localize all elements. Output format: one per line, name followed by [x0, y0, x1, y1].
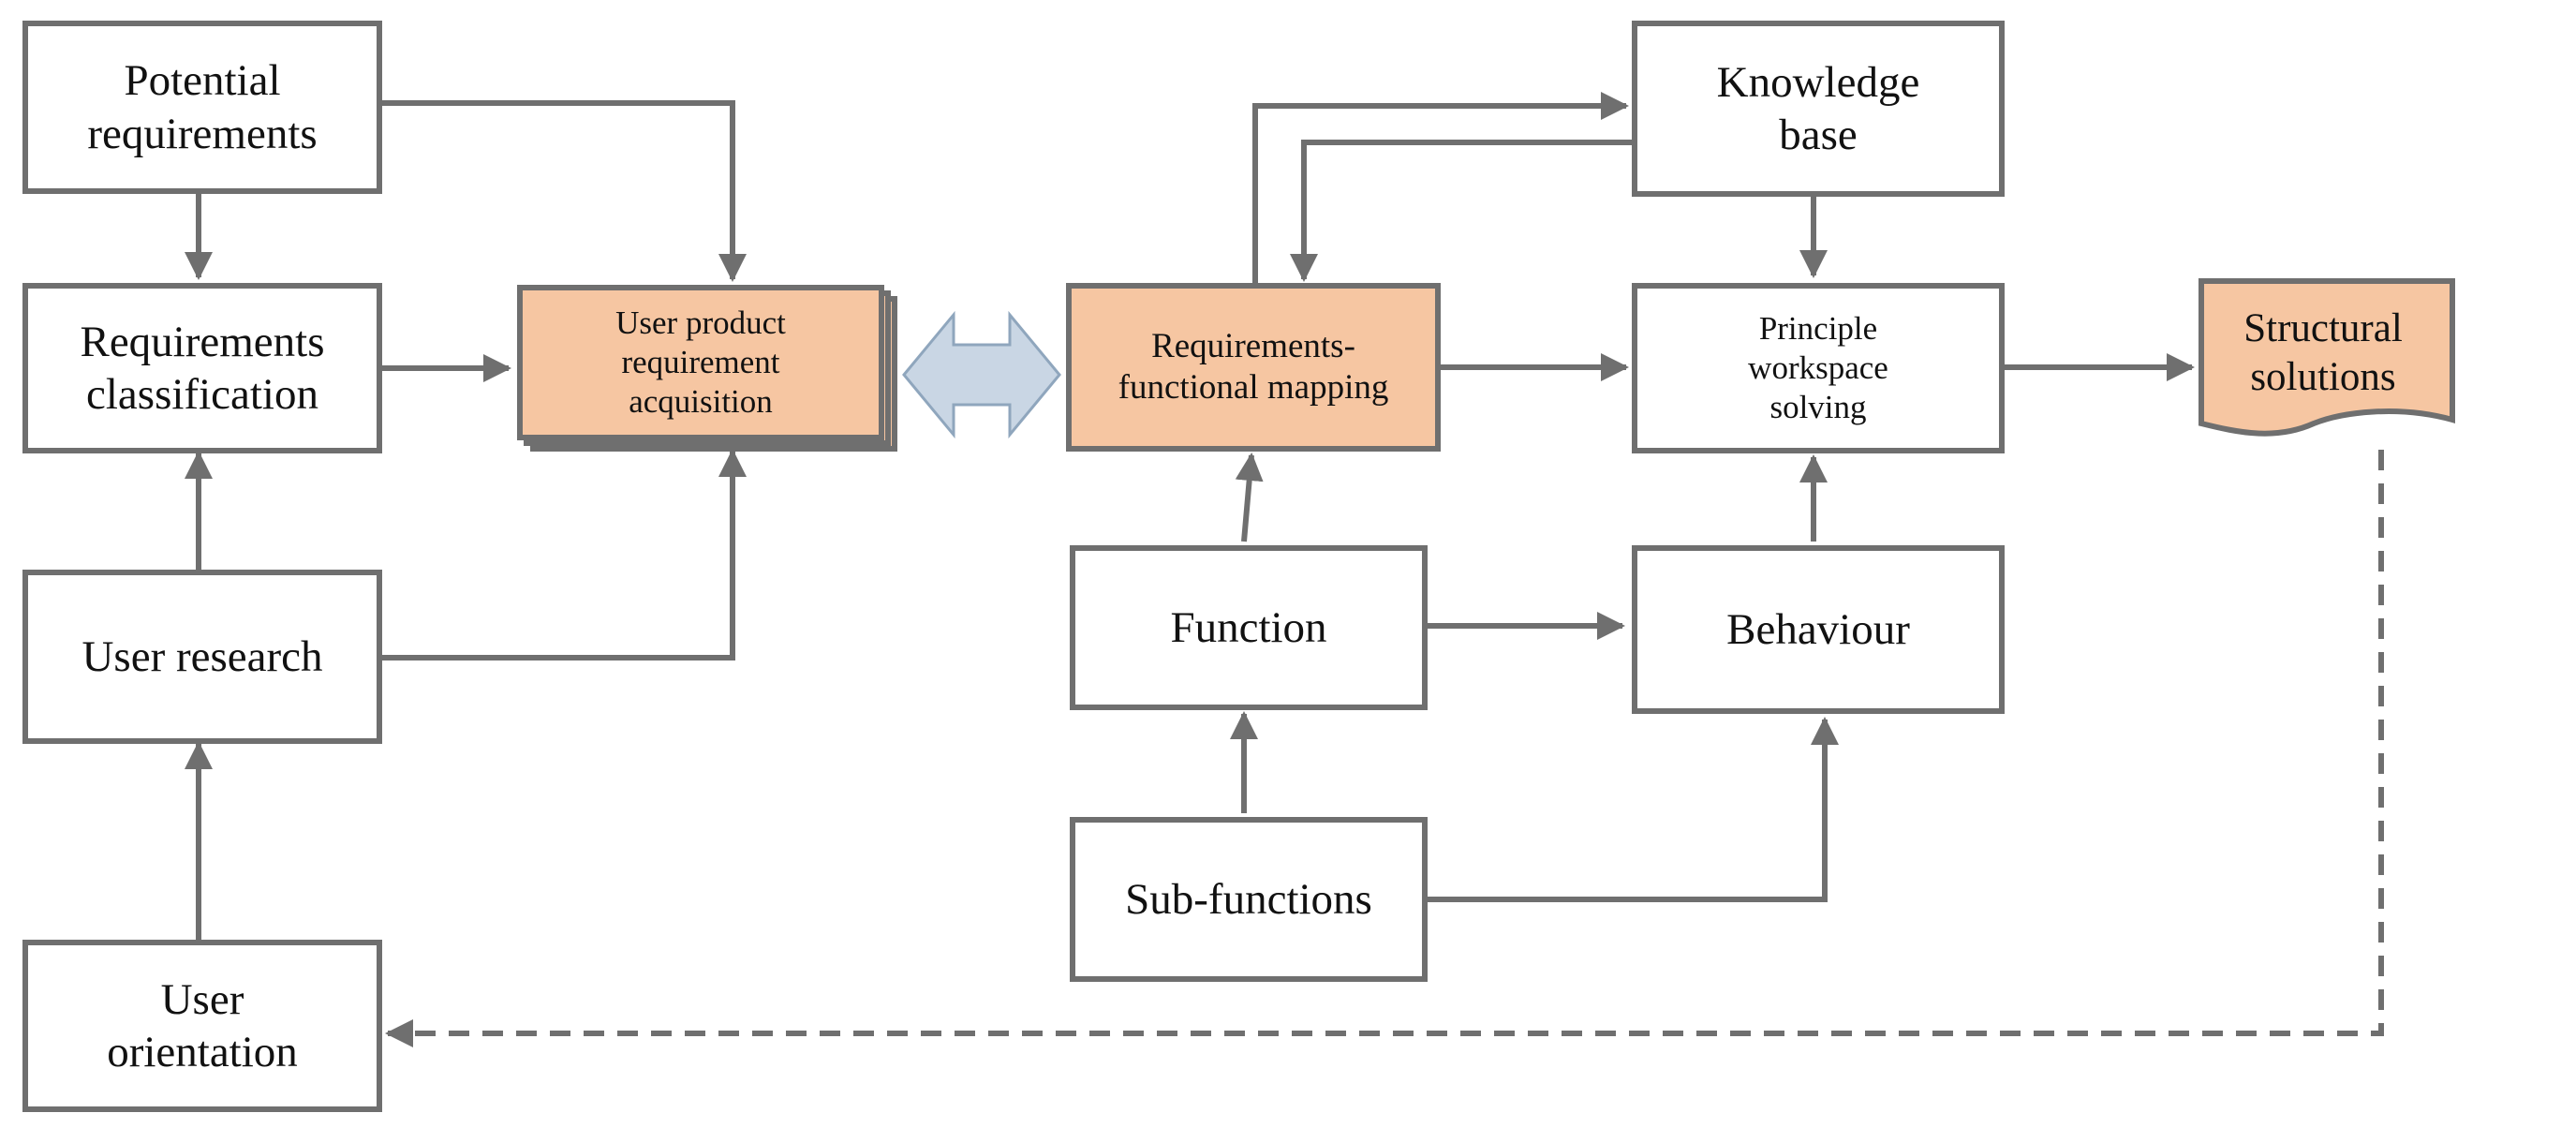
- arrow-subfunctions-to-behaviour: [1428, 717, 1839, 902]
- arrow-structural-to-orientation: [385, 450, 2384, 1047]
- node-structural-solutions: Structural solutions: [2211, 292, 2435, 414]
- bidirectional-arrow: [902, 310, 1061, 439]
- structural-solutions-shape: [2198, 278, 2455, 437]
- arrow-potential-to-acquisition: [382, 100, 747, 282]
- node-user-orientation-label: User orientation: [107, 974, 298, 1076]
- node-sub-functions-label: Sub-functions: [1125, 874, 1372, 924]
- node-potential-requirements-label: Potential requirements: [87, 56, 318, 158]
- node-requirements-classification: Requirements classification: [22, 283, 382, 453]
- node-function: Function: [1070, 545, 1428, 710]
- node-structural-solutions-label: Structural solutions: [2243, 306, 2403, 399]
- node-function-label: Function: [1170, 602, 1327, 652]
- node-potential-requirements: Potential requirements: [22, 21, 382, 194]
- node-sub-functions: Sub-functions: [1070, 817, 1428, 982]
- node-user-research-label: User research: [81, 631, 323, 681]
- node-requirements-classification-label: Requirements classification: [80, 317, 325, 419]
- node-knowledge-base: Knowledge base: [1632, 21, 2005, 197]
- arrow-research-to-acquisition: [382, 449, 747, 660]
- node-user-product-requirement-acquisition: User product requirement acquisition: [517, 285, 884, 440]
- node-user-research: User research: [22, 570, 382, 744]
- node-behaviour-label: Behaviour: [1726, 604, 1910, 654]
- arrow-mapping-to-knowledge: [1252, 92, 1629, 283]
- arrow-function-to-mapping: [1235, 453, 1264, 542]
- node-requirements-functional-mapping-label: Requirements- functional mapping: [1118, 326, 1389, 407]
- node-requirements-functional-mapping: Requirements- functional mapping: [1066, 283, 1441, 452]
- node-user-orientation: User orientation: [22, 940, 382, 1112]
- node-behaviour: Behaviour: [1632, 545, 2005, 714]
- node-user-product-requirement-acquisition-label: User product requirement acquisition: [615, 304, 786, 420]
- node-principle-workspace-solving-label: Principle workspace solving: [1748, 310, 1888, 425]
- node-knowledge-base-label: Knowledge base: [1716, 57, 1920, 159]
- node-principle-workspace-solving: Principle workspace solving: [1632, 283, 2005, 453]
- arrow-knowledge-to-mapping: [1290, 140, 1632, 282]
